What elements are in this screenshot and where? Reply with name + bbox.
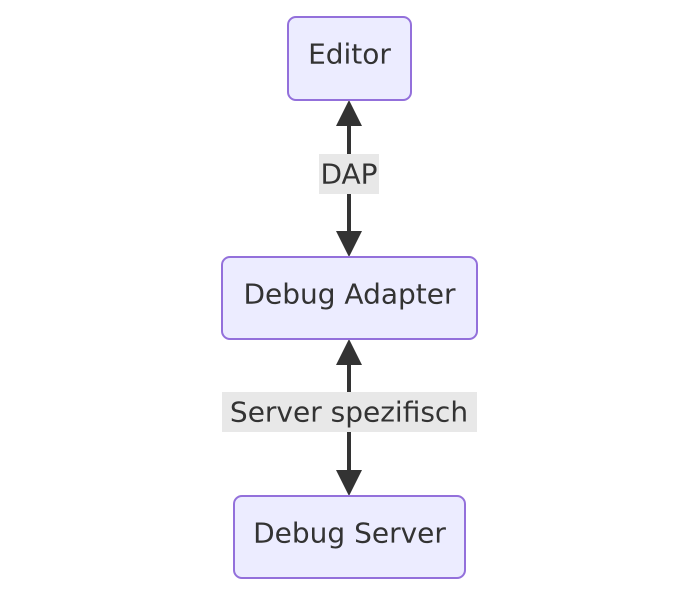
edge-label-server-spezifisch: Server spezifisch: [230, 396, 468, 429]
edge-label-bg-dap: [319, 154, 379, 194]
arrowhead-down-icon: [336, 470, 362, 496]
node-box-debug-adapter: [221, 256, 478, 340]
edge-adapter-server: Server spezifisch: [222, 339, 477, 496]
arrowhead-down-icon: [336, 231, 362, 257]
node-label-editor: Editor: [308, 38, 391, 71]
node-box-editor: [287, 16, 412, 101]
node-box-debug-server: [233, 495, 466, 579]
node-label-debug-server: Debug Server: [253, 517, 446, 550]
node-debug-adapter: Debug Adapter: [221, 256, 478, 340]
node-debug-server: Debug Server: [233, 495, 466, 579]
edge-label-bg-server-spezifisch: [222, 392, 477, 432]
node-editor: Editor: [287, 16, 412, 101]
edge-editor-adapter: DAP: [319, 100, 379, 257]
arrowhead-up-icon: [336, 339, 362, 365]
arrowhead-up-icon: [336, 100, 362, 126]
edge-label-dap: DAP: [320, 158, 377, 191]
node-label-debug-adapter: Debug Adapter: [243, 278, 456, 311]
